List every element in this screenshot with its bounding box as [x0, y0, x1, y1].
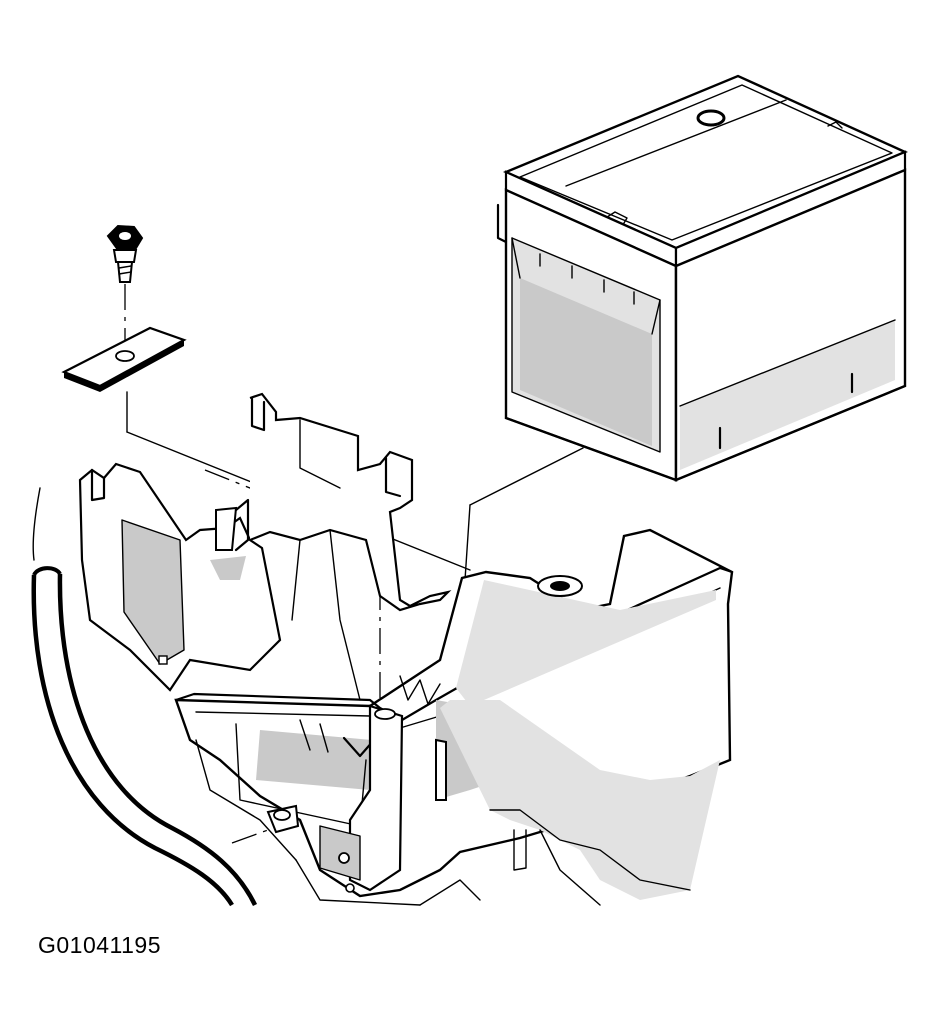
battery-tray: [78, 392, 734, 906]
harness-clip: [266, 804, 300, 834]
battery: [496, 74, 908, 482]
hold-down-retainer: [61, 326, 187, 433]
bolt: [106, 224, 144, 352]
figure-id-label: G01041195: [38, 932, 162, 958]
cable: [31, 487, 258, 907]
